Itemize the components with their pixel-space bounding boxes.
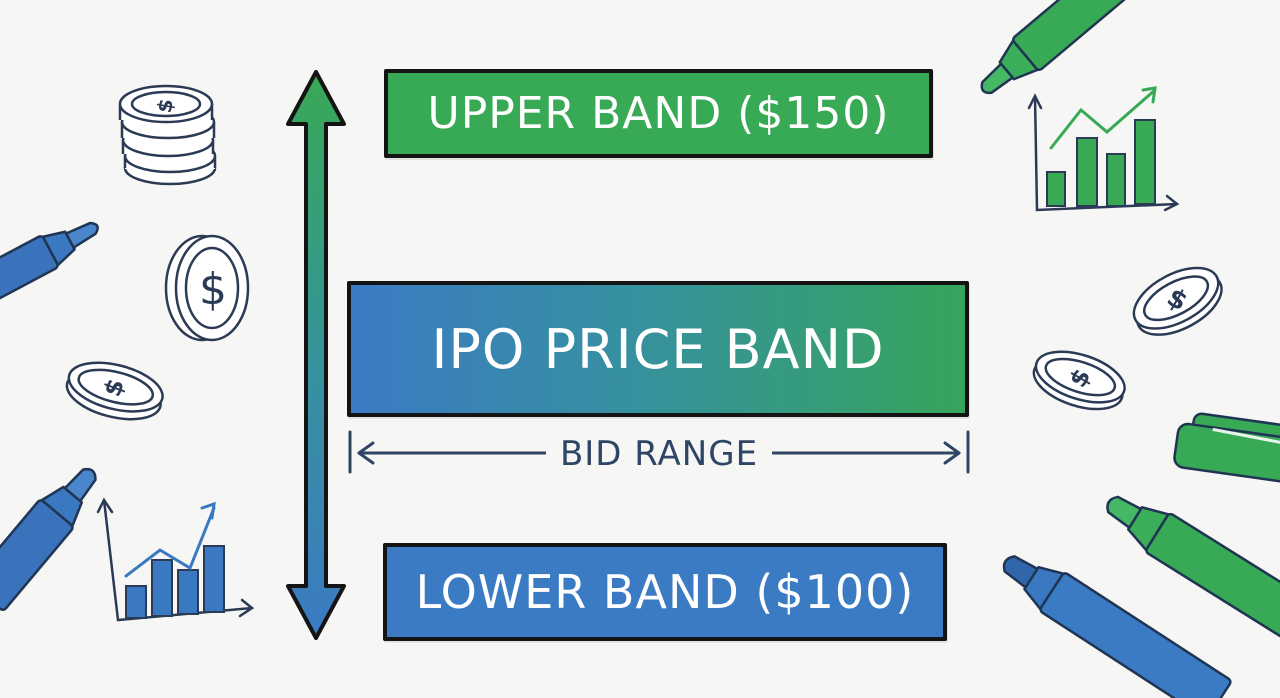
coin-icon: $: [1032, 350, 1126, 411]
bar-chart-icon-blue: [96, 497, 255, 622]
coin-stack-icon: $: [118, 84, 217, 186]
vertical-double-arrow-icon: [286, 70, 346, 640]
bid-range-indicator: BID RANGE: [345, 428, 973, 476]
upper-band-box: UPPER BAND ($150): [384, 69, 933, 158]
lower-band-label: LOWER BAND ($100): [415, 565, 915, 619]
ipo-price-band-label: IPO PRICE BAND: [431, 317, 885, 381]
blue-marker-icon: [0, 467, 97, 612]
blue-marker-icon: [0, 221, 99, 305]
coin-icon: $: [65, 361, 164, 421]
green-marker-cap-icon: [1173, 412, 1280, 485]
lower-band-box: LOWER BAND ($100): [383, 543, 947, 641]
svg-text:$: $: [152, 97, 178, 115]
green-marker-icon: [980, 0, 1138, 95]
ipo-price-band-box: IPO PRICE BAND: [347, 281, 969, 417]
coin-icon: $: [164, 234, 250, 342]
coin-icon: $: [1132, 266, 1223, 336]
bar-chart-icon-green: [1027, 86, 1180, 212]
svg-text:$: $: [199, 264, 227, 315]
green-marker-icon: [1106, 495, 1280, 642]
upper-band-label: UPPER BAND ($150): [427, 88, 890, 139]
bid-range-label: BID RANGE: [545, 434, 773, 474]
blue-marker-icon: [1002, 555, 1232, 698]
